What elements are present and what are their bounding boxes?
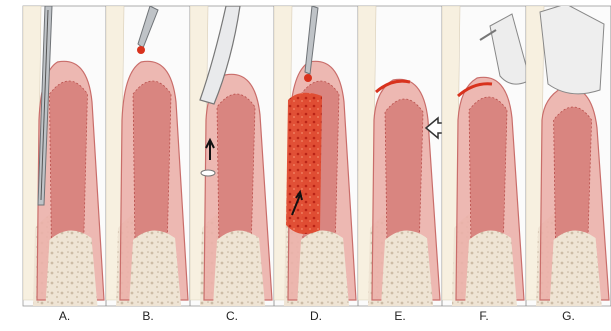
- bone-septum: [297, 230, 349, 306]
- panel-label: A.: [35, 309, 95, 323]
- inner-tissue: [385, 99, 423, 250]
- laser-spot: [304, 74, 312, 82]
- debris-particle: [201, 170, 215, 176]
- inner-tissue: [469, 97, 507, 250]
- inner-tissue: [554, 107, 592, 250]
- panel-label: B.: [118, 309, 178, 323]
- panel-label: E.: [370, 309, 430, 323]
- inner-tissue: [217, 94, 255, 250]
- panel-label: G.: [539, 309, 599, 323]
- bone-septum: [129, 230, 181, 306]
- bone-septum: [381, 230, 433, 306]
- panel-label: C.: [202, 309, 262, 323]
- bone-septum: [213, 230, 265, 306]
- panel-label: F.: [454, 309, 514, 323]
- inner-tissue: [133, 81, 171, 250]
- bone-septum: [465, 230, 517, 306]
- inner-tissue: [49, 81, 87, 250]
- panel-label: D.: [286, 309, 346, 323]
- panel-g: [526, 4, 609, 306]
- blood-clot: [286, 93, 322, 234]
- laser-spot: [137, 46, 145, 54]
- bone-septum: [45, 230, 97, 306]
- bone-septum: [550, 230, 602, 306]
